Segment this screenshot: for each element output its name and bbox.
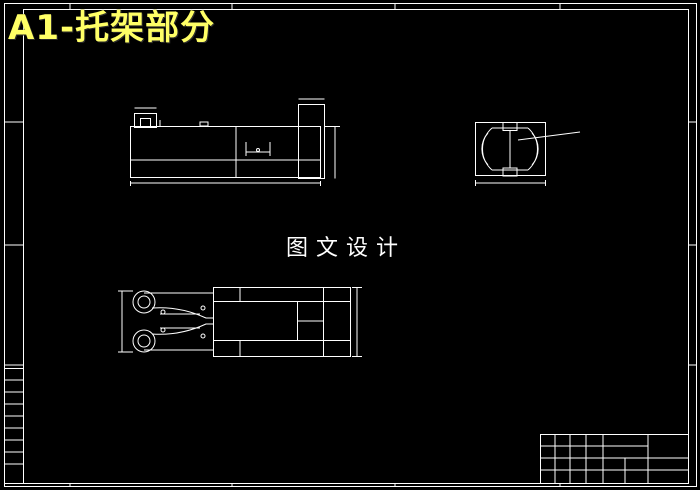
drawing-border: [4, 3, 697, 487]
side-view: [475, 122, 581, 186]
drawing-title: A1-托架部分: [8, 8, 216, 48]
front-view: [130, 98, 340, 186]
left-revision-strip: [4, 368, 24, 484]
watermark-text: 图文设计: [286, 236, 407, 261]
inner-frame: [23, 9, 689, 484]
title-block: [540, 434, 689, 484]
top-view: [118, 287, 362, 357]
